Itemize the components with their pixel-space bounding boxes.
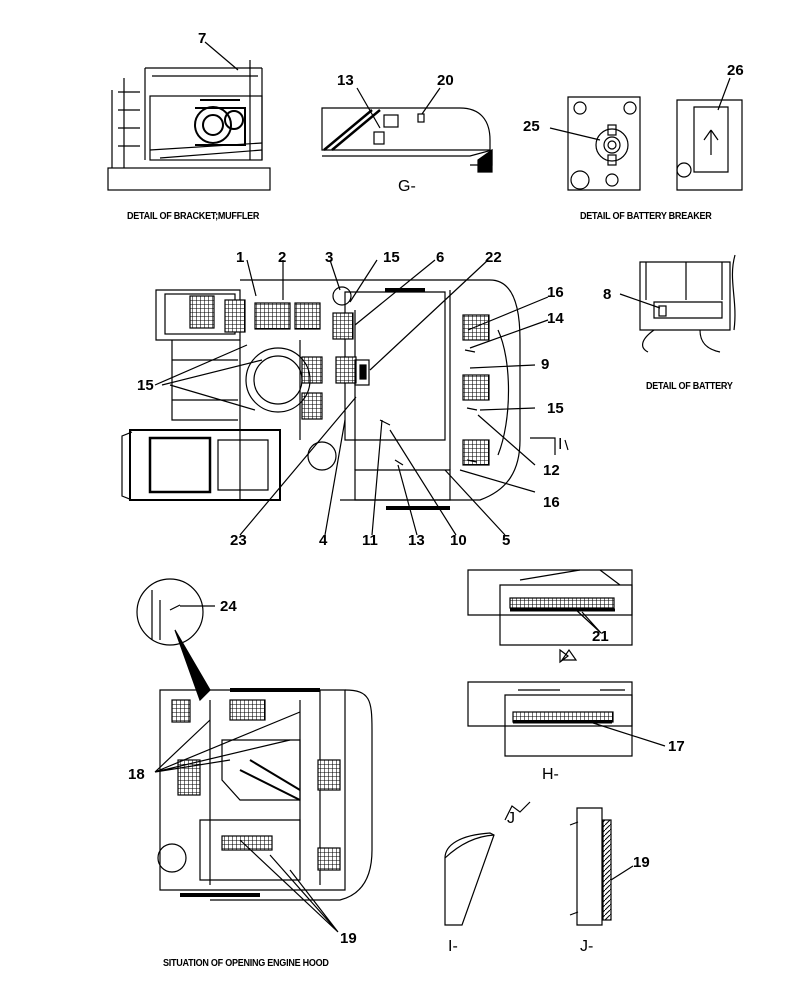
view-i xyxy=(444,801,531,926)
view-label-g: G- xyxy=(398,178,416,195)
callout-15-top: 15 xyxy=(383,249,400,266)
callout-12: 12 xyxy=(543,462,560,479)
battery-breaker-detail xyxy=(549,77,743,191)
caption-battery: DETAIL OF BATTERY xyxy=(646,380,733,392)
view-arrow-i xyxy=(530,437,569,455)
view-label-j: J- xyxy=(580,938,594,955)
view-label-h: H- xyxy=(542,766,559,783)
callout-15-right: 15 xyxy=(547,400,564,417)
callout-25: 25 xyxy=(523,118,540,135)
callout-20: 20 xyxy=(437,72,454,89)
callout-5: 5 xyxy=(502,532,511,549)
callout-10: 10 xyxy=(450,532,467,549)
caption-battery-breaker: DETAIL OF BATTERY BREAKER xyxy=(580,210,712,222)
callout-18: 18 xyxy=(128,766,145,783)
callout-17: 17 xyxy=(668,738,685,755)
caption-engine-hood: SITUATION OF OPENING ENGINE HOOD xyxy=(163,957,329,969)
view-label-i: I- xyxy=(448,938,458,955)
callout-26: 26 xyxy=(727,62,744,79)
engine-hood-view xyxy=(136,578,373,933)
callout-21: 21 xyxy=(592,628,609,645)
main-top-view xyxy=(121,259,549,536)
callout-8: 8 xyxy=(603,286,612,303)
view-arrow-label-j: J xyxy=(507,810,515,827)
callout-13-view-g: 13 xyxy=(337,72,354,89)
callout-7: 7 xyxy=(198,30,207,47)
callout-22: 22 xyxy=(485,249,502,266)
callout-14: 14 xyxy=(547,310,564,327)
callout-23: 23 xyxy=(230,532,247,549)
view-j xyxy=(569,807,634,926)
bracket-muffler-detail xyxy=(107,41,271,191)
callout-1: 1 xyxy=(236,249,245,266)
battery-detail xyxy=(619,254,736,353)
caption-bracket-muffler: DETAIL OF BRACKET;MUFFLER xyxy=(127,210,260,222)
view-h xyxy=(467,569,666,757)
callout-11: 11 xyxy=(362,532,378,549)
callout-24: 24 xyxy=(220,598,237,615)
callout-13-main: 13 xyxy=(408,532,425,549)
callout-16-bottom: 16 xyxy=(543,494,560,511)
callout-4: 4 xyxy=(319,532,328,549)
callout-2: 2 xyxy=(278,249,287,266)
callout-19-view-j: 19 xyxy=(633,854,650,871)
callout-19-hood: 19 xyxy=(340,930,357,947)
callout-6: 6 xyxy=(436,249,445,266)
callout-16-top: 16 xyxy=(547,284,564,301)
callout-15-left: 15 xyxy=(137,377,154,394)
callout-3: 3 xyxy=(325,249,334,266)
callout-9: 9 xyxy=(541,356,550,373)
view-g xyxy=(321,87,493,173)
view-arrow-label-i: I xyxy=(558,436,563,453)
